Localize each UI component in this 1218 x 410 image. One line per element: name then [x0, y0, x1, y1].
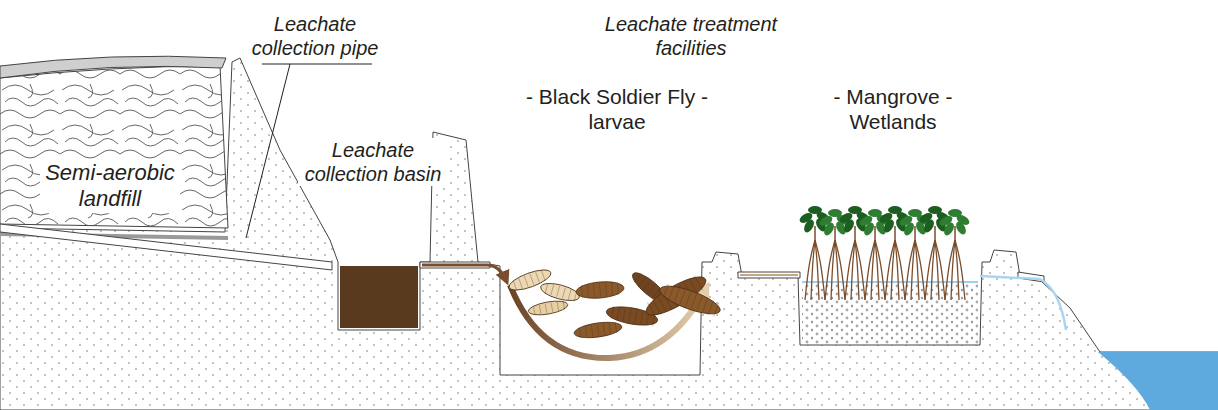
- mangrove-leaf: [862, 221, 876, 237]
- mangrove-root: [951, 240, 955, 300]
- mangrove-leaf: [954, 220, 968, 236]
- mangrove-root: [895, 240, 905, 300]
- mangrove-root: [835, 240, 845, 300]
- part-label: Semi-aerobic landfill: [40, 160, 180, 213]
- mangrove-trunk: [894, 226, 896, 240]
- mangrove-leaf: [808, 206, 822, 214]
- landfill-waste: [0, 66, 228, 228]
- black-soldier-fly-larvae: [507, 266, 723, 340]
- mangrove-trunk: [834, 226, 836, 240]
- mangrove-trunk: [934, 226, 936, 240]
- mangrove-leaf: [882, 218, 896, 234]
- ground: [0, 58, 1218, 410]
- mangrove-leaf: [828, 209, 842, 217]
- larva: [573, 320, 622, 341]
- part-label: Leachate collection pipe: [240, 12, 390, 60]
- larva: [507, 266, 553, 294]
- collection-basin: [340, 266, 418, 328]
- mangrove-root: [885, 240, 895, 300]
- mangrove-plants: [798, 206, 971, 300]
- leachate-flow: [740, 274, 798, 276]
- mangrove-leaf: [888, 206, 902, 214]
- larva: [539, 280, 581, 304]
- part-label: - Black Soldier Fly - larvae: [512, 84, 722, 134]
- mangrove-root: [851, 240, 855, 300]
- mangrove-leaf: [848, 206, 862, 214]
- mangrove-root: [915, 240, 925, 300]
- mangrove-trunk: [814, 226, 816, 240]
- mangrove-leaf: [842, 218, 856, 234]
- mangrove-root: [815, 240, 825, 300]
- larva: [527, 299, 568, 318]
- mangrove-root: [811, 240, 815, 300]
- mangrove-root: [805, 240, 815, 300]
- mangrove-root: [935, 240, 945, 300]
- mangrove-trunk: [874, 226, 876, 240]
- larva: [575, 280, 624, 300]
- section-heading: Leachate treatment facilities: [586, 12, 796, 60]
- mangrove-root: [955, 240, 965, 300]
- mangrove-root: [891, 240, 895, 300]
- mangrove-root: [911, 240, 915, 300]
- mangrove-root: [865, 240, 875, 300]
- part-label: Leachate collection basin: [298, 138, 448, 186]
- mangrove-trunk: [854, 226, 856, 240]
- mangrove-trunk: [954, 226, 956, 240]
- mangrove-leaf: [822, 221, 836, 237]
- landfill-cover: [0, 56, 226, 78]
- effluent-flow: [980, 276, 1066, 330]
- mangrove-leaf: [942, 221, 956, 237]
- part-label: - Mangrove - Wetlands: [818, 84, 968, 134]
- mangrove-leaf: [868, 209, 882, 217]
- mangrove-leaf: [908, 209, 922, 217]
- mangrove-root: [845, 240, 855, 300]
- mangrove-root: [925, 240, 935, 300]
- mangrove-root: [945, 240, 955, 300]
- water-body: [1098, 352, 1218, 410]
- mangrove-leaf: [948, 209, 962, 217]
- mangrove-tree: [938, 209, 971, 300]
- mangrove-leaf: [922, 218, 936, 234]
- mangrove-root: [855, 240, 865, 300]
- mangrove-leaf: [802, 218, 816, 234]
- mangrove-root: [931, 240, 935, 300]
- collection-pipe: [0, 224, 332, 270]
- mangrove-root: [871, 240, 875, 300]
- mangrove-root: [831, 240, 835, 300]
- larva: [657, 281, 723, 320]
- mangrove-leaf: [902, 221, 916, 237]
- mangrove-root: [825, 240, 835, 300]
- transfer-pipe: [738, 272, 800, 278]
- mangrove-trunk: [914, 226, 916, 240]
- mangrove-root: [905, 240, 915, 300]
- mangrove-leaf: [928, 206, 942, 214]
- leachate-flow: [422, 265, 506, 280]
- mangrove-root: [875, 240, 885, 300]
